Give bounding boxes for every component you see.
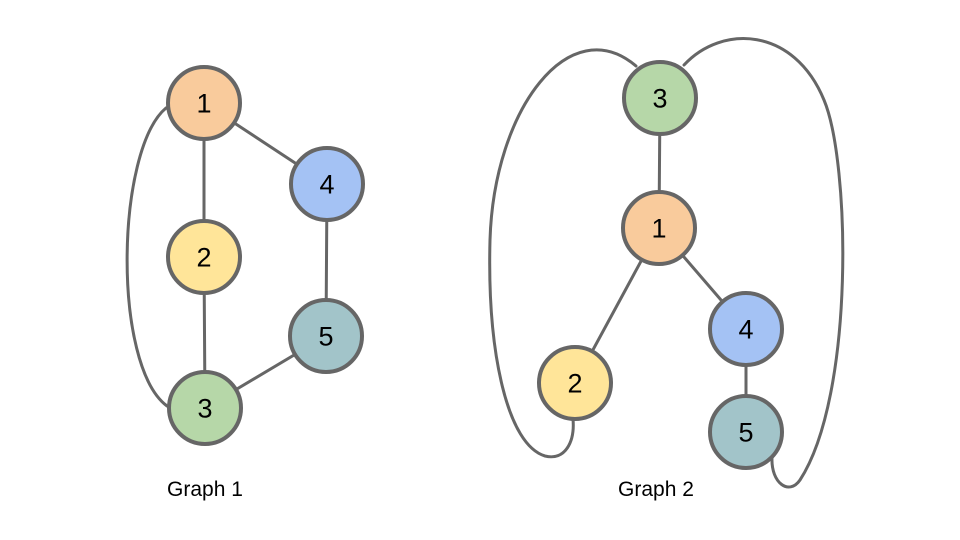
graph2-node-5-circle	[708, 394, 784, 470]
graph1-edge-1-3	[125, 106, 169, 408]
graph1-node-4-label: 4	[319, 170, 334, 200]
graph2-node-3: 3	[622, 60, 698, 136]
graph1-node-3-circle	[167, 370, 243, 446]
graph1-node-1-circle	[166, 65, 242, 141]
graph2-node-4: 4	[708, 291, 784, 367]
graph2-node-5-label: 5	[738, 418, 753, 448]
graph2-node-4-label: 4	[738, 315, 753, 345]
graph1-node-2-label: 2	[196, 243, 211, 273]
graph1-node-1: 1	[166, 65, 242, 141]
graph2-node-2-label: 2	[567, 369, 582, 399]
graph2-node-3-label: 3	[652, 84, 667, 114]
graph1-node-5-label: 5	[318, 322, 333, 352]
graph1-node-2-circle	[166, 219, 242, 295]
graph2-node-1-label: 1	[651, 214, 666, 244]
graph1-node-2: 2	[166, 219, 242, 295]
graph2-edge-3-2	[488, 48, 638, 459]
graph2-node-5: 5	[708, 394, 784, 470]
graph1-node-1-label: 1	[196, 89, 211, 119]
graph2-node-3-circle	[622, 60, 698, 136]
graph1-node-4: 4	[289, 146, 365, 222]
graph1-node-3: 3	[167, 370, 243, 446]
graph1-caption: Graph 1	[167, 478, 243, 501]
graph2-edge-3-5	[682, 37, 845, 489]
graph2-node-1-circle	[621, 190, 697, 266]
graph2-node-2: 2	[537, 345, 613, 421]
graph1-node-5: 5	[288, 298, 364, 374]
graph1-node-4-circle	[289, 146, 365, 222]
graph2-node-1: 1	[621, 190, 697, 266]
graph1-node-3-label: 3	[197, 394, 212, 424]
graph1-node-5-circle	[288, 298, 364, 374]
graph2-caption: Graph 2	[618, 478, 694, 501]
graph2-node-2-circle	[537, 345, 613, 421]
graph2-node-4-circle	[708, 291, 784, 367]
